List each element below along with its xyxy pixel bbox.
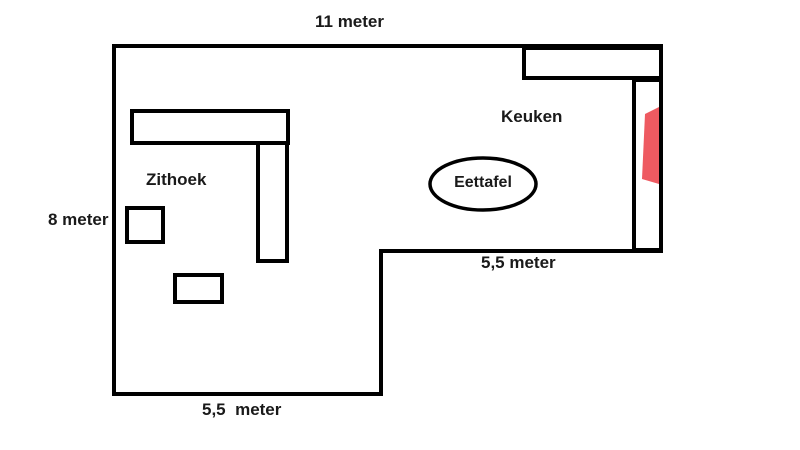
red-highlight-marker: [642, 107, 659, 184]
couch-vertical: [256, 141, 289, 263]
dimension-label-top: 11 meter: [315, 12, 384, 31]
furniture-label-dining-table: Eettafel: [454, 174, 512, 191]
dimension-label-right-inner: 5,5 meter: [481, 253, 556, 272]
kitchen-counter-top: [522, 46, 663, 80]
dimension-label-bottom: 5,5 meter: [202, 400, 282, 419]
dining-table-ellipse: [428, 156, 538, 212]
kitchen-counter-right: [632, 78, 663, 252]
room-label-kitchen: Keuken: [501, 107, 563, 126]
small-square-table: [125, 206, 165, 244]
room-outline: [112, 44, 663, 396]
room-label-sitting-area: Zithoek: [146, 170, 207, 189]
small-rect-table: [173, 273, 224, 304]
couch-horizontal: [130, 109, 290, 145]
dimension-label-left: 8 meter: [48, 210, 109, 229]
